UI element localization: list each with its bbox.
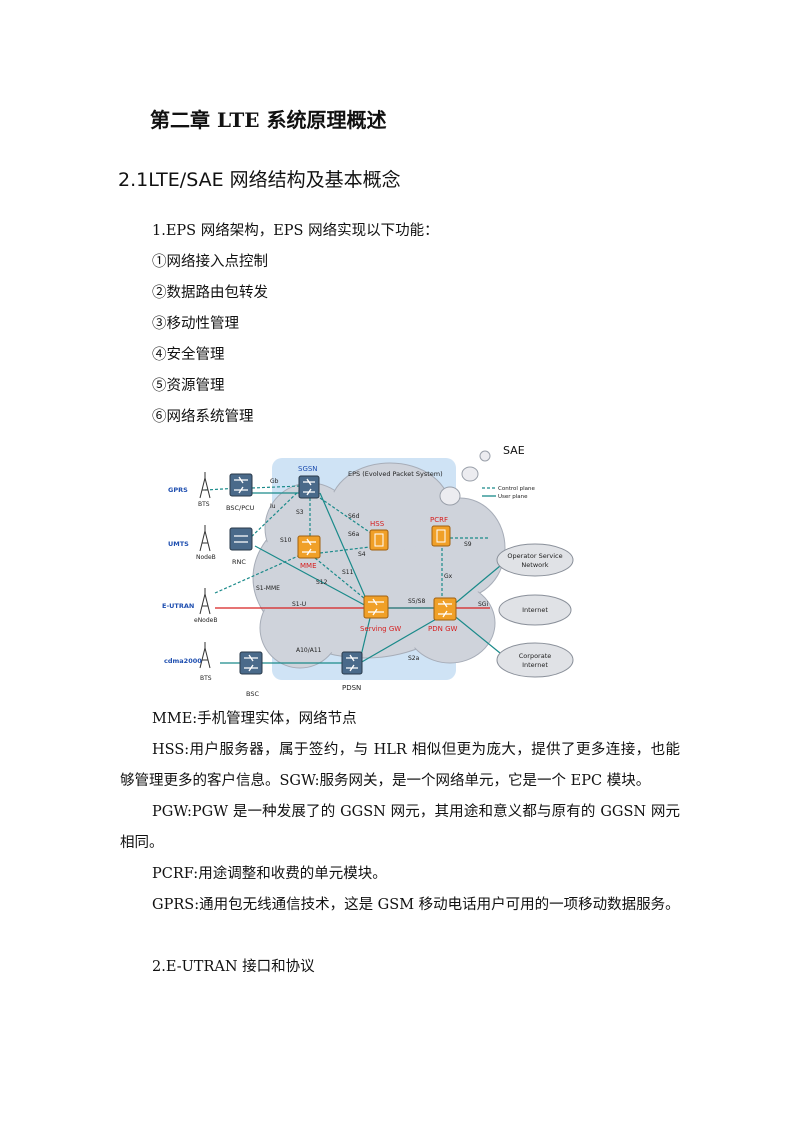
hss-label: HSS (370, 520, 385, 528)
bsc-pcu-label: BSC/PCU (226, 504, 255, 512)
def-hss-sgw: HSS:用户服务器，属于签约，与 HLR 相似但更为庞大，提供了更多连接，也能够… (120, 742, 680, 789)
chapter-title: 第二章 LTE 系统原理概述 (150, 108, 387, 132)
sgsn-label: SGSN (298, 465, 318, 473)
legend-user: User plane (498, 494, 528, 500)
enodeb-label: eNodeB (194, 617, 217, 624)
if-sgi: SGi (478, 601, 488, 608)
pdn-gw-node: PDN GW (428, 597, 457, 633)
pdn-gw-label: PDN GW (428, 625, 457, 633)
mme-node: MME (297, 535, 321, 570)
function-item: ⑤资源管理 (152, 378, 225, 394)
access-cdma: cdma2000 (164, 657, 202, 665)
if-s9: S9 (464, 541, 472, 548)
intro-line: 1.EPS 网络架构，EPS 网络实现以下功能： (152, 223, 439, 239)
pcrf-node: PCRF (430, 516, 451, 547)
access-gprs: GPRS (168, 486, 188, 494)
sae-label: SAE (503, 444, 525, 457)
if-gx: Gx (444, 573, 453, 580)
serving-gw-node: Serving GW (360, 595, 401, 633)
if-s6a: S6a (348, 531, 360, 538)
def-pcrf: PCRF:用途调整和收费的单元模块。 (152, 866, 387, 882)
function-item: ①网络接入点控制 (152, 254, 268, 270)
eps-architecture-diagram: SAE EPS (Evolved Packet System) Control … (162, 444, 574, 698)
pdsn-label: PDSN (342, 684, 361, 692)
bts1-label: BTS (198, 501, 210, 508)
hss-node: HSS (369, 520, 389, 551)
mme-label: MME (300, 562, 317, 570)
sae-bubble (439, 450, 491, 506)
function-item: ④安全管理 (152, 347, 225, 363)
rnc-label: RNC (232, 558, 246, 566)
next-item: 2.E-UTRAN 接口和协议 (152, 959, 315, 975)
pcrf-label: PCRF (430, 516, 448, 524)
bsc-node: BSC (239, 651, 263, 698)
if-gb: Gb (270, 478, 279, 485)
def-mme: MME:手机管理实体，网络节点 (152, 711, 357, 727)
legend-control: Control plane (498, 486, 536, 492)
eps-title: EPS (Evolved Packet System) (348, 470, 443, 478)
operator-cloud-line2: Network (521, 561, 548, 569)
bsc-pcu-node: BSC/PCU (226, 473, 255, 512)
tower-icons (199, 472, 211, 669)
if-iu: Iu (270, 503, 276, 510)
operator-cloud-line1: Operator Service (507, 552, 562, 560)
bsc-label: BSC (246, 690, 259, 698)
function-item: ③移动性管理 (152, 316, 239, 332)
if-s1u: S1-U (292, 601, 306, 608)
sgsn-node: SGSN (298, 465, 320, 499)
if-a10a11: A10/A11 (296, 647, 322, 654)
if-s6d: S6d (348, 513, 360, 520)
if-s2a: S2a (408, 655, 420, 662)
if-s1mme: S1-MME (256, 585, 280, 592)
external-clouds (496, 543, 574, 678)
function-item: ②数据路由包转发 (152, 285, 268, 301)
if-s12: S12 (316, 579, 328, 586)
access-umts: UMTS (168, 540, 189, 548)
if-s3: S3 (296, 509, 304, 516)
nodeb-label: NodeB (196, 554, 216, 561)
function-item: ⑥网络系统管理 (152, 409, 254, 425)
if-s5s8: S5/S8 (408, 598, 425, 605)
corporate-cloud-line1: Corporate (519, 652, 552, 660)
rnc-node: RNC (229, 527, 253, 566)
section-title: 2.1LTE/SAE 网络结构及基本概念 (118, 169, 401, 191)
if-s4: S4 (358, 551, 366, 558)
pdsn-node: PDSN (341, 651, 363, 692)
corporate-cloud-line2: Internet (522, 661, 548, 669)
serving-gw-label: Serving GW (360, 625, 401, 633)
if-s11: S11 (342, 569, 354, 576)
access-eutran: E-UTRAN (162, 602, 194, 610)
bts2-label: BTS (200, 675, 212, 682)
def-gprs: GPRS:通用包无线通信技术，这是 GSM 移动电话用户可用的一项移动数据服务。 (152, 897, 680, 913)
def-pgw: PGW:PGW 是一种发展了的 GGSN 网元，其用途和意义都与原有的 GGSN… (120, 804, 680, 851)
internet-cloud: Internet (522, 606, 548, 614)
if-s10: S10 (280, 537, 292, 544)
